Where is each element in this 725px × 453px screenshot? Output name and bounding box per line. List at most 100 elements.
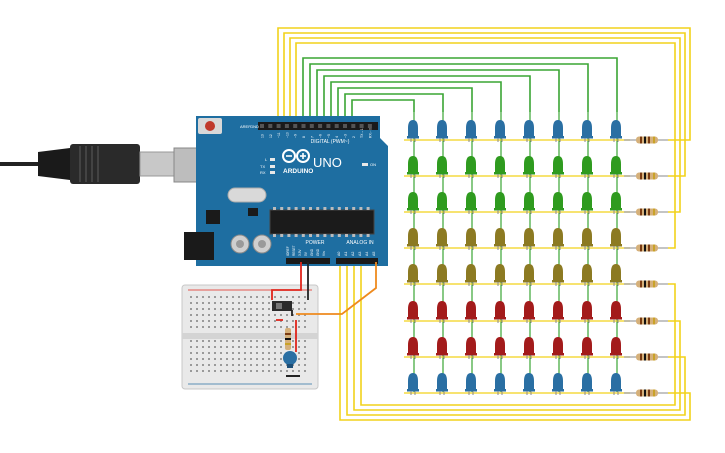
led [581,228,593,250]
gnd-label: GND [250,124,259,129]
rx-label: RX [260,170,266,175]
power-pin-label: Vin [322,251,326,256]
digital-pin-label: 8 [302,136,306,138]
digital-pin-label: TX→1 [360,128,364,138]
power-jack[interactable] [184,232,214,260]
on-label: ON [370,162,376,167]
chip-pins [273,207,370,237]
led [581,337,593,359]
column-wires [302,57,618,124]
row-resistors [624,136,668,397]
led [494,228,506,250]
led [552,373,564,395]
led [436,373,448,395]
digital-pin-label: 7 [310,136,314,138]
digital-pin-label: 2 [352,136,356,138]
digital-pin-label: 13 [261,134,265,138]
led [465,264,477,286]
digital-pin[interactable] [367,124,372,128]
led [465,337,477,359]
digital-pin[interactable] [301,124,306,128]
led [523,120,535,142]
l-led-label: L [265,157,268,162]
led [523,301,535,323]
led [494,156,506,178]
led [523,264,535,286]
led [436,120,448,142]
analog-pin-label: A1 [344,252,348,256]
led [610,156,622,178]
led [465,192,477,214]
digital-pin[interactable] [351,124,356,128]
digital-pin[interactable] [284,124,289,128]
digital-pin-label: ~3 [344,134,348,138]
led [552,264,564,286]
breadboard[interactable] [181,284,319,390]
digital-pin-label: 4 [335,136,339,138]
digital-pin[interactable] [334,124,339,128]
led [610,337,622,359]
brand-label: ARDUINO [283,168,313,175]
led [407,156,419,178]
digital-pin[interactable] [293,124,298,128]
model-label: UNO [313,155,342,170]
digital-pin[interactable] [309,124,314,128]
digital-pin[interactable] [276,124,281,128]
power-wires [271,262,377,352]
led [436,156,448,178]
row-wires [277,27,691,421]
led [581,156,593,178]
led [465,156,477,178]
resistor [624,389,668,397]
resistor [624,317,668,325]
resistor [624,244,668,252]
slide-switch[interactable] [272,301,292,311]
led [610,373,622,395]
small-chip [248,208,258,216]
led [523,373,535,395]
led [407,337,419,359]
digital-pin-label: 12 [269,134,273,138]
digital-pin[interactable] [343,124,347,128]
analog-pin-label: A3 [358,252,362,256]
led [581,192,593,214]
breadboard-resistor [285,328,291,350]
reset-button[interactable] [205,121,215,131]
usb-cable [0,144,205,184]
led [610,301,622,323]
potentiometer[interactable] [283,351,297,368]
resistor [624,353,668,361]
digital-pin-label: ~9 [294,134,298,138]
digital-pin-label: ~5 [327,134,331,138]
led [552,156,564,178]
led [581,264,593,286]
led [436,337,448,359]
analog-pin-label: A2 [351,252,355,256]
led [610,228,622,250]
rx-led [270,171,275,174]
analog-pin-label: A0 [337,252,341,256]
led [610,264,622,286]
crystal-oscillator [227,187,267,203]
digital-pin[interactable] [326,124,331,128]
resistor [624,172,668,180]
digital-pin[interactable] [268,124,273,128]
digital-pin[interactable] [318,124,323,128]
led [465,373,477,395]
led [494,373,506,395]
led [407,192,419,214]
digital-pin[interactable] [359,124,364,128]
analog-pin-label: A4 [365,252,369,256]
led [523,228,535,250]
digital-pin-label: ~10 [285,132,289,138]
led [581,120,593,142]
digital-pin-label: ~11 [277,132,281,138]
power-pin-label: GND [316,248,320,256]
digital-pin[interactable] [260,124,264,128]
led [407,228,419,250]
led [494,264,506,286]
